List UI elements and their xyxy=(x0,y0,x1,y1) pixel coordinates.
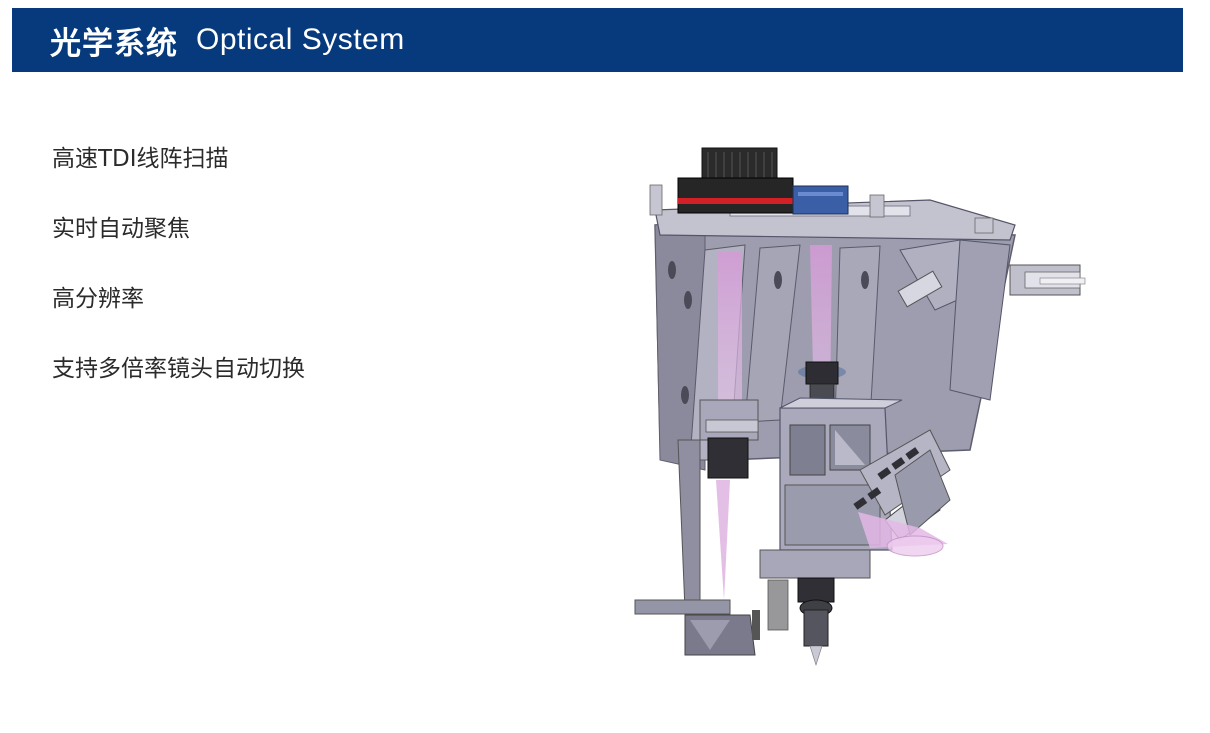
feature-item: 高速TDI线阵扫描 xyxy=(52,146,229,172)
feature-item: 实时自动聚焦 xyxy=(52,216,190,242)
optical-system-assembly-icon xyxy=(634,147,1086,666)
page-title-english: Optical System xyxy=(196,23,405,56)
page-title-chinese: 光学系统 xyxy=(50,25,178,62)
header-banner: 光学系统 Optical System xyxy=(12,8,1183,72)
optical-system-figure xyxy=(630,140,1090,670)
feature-item: 高分辨率 xyxy=(52,286,144,312)
feature-list: 高速TDI线阵扫描 实时自动聚焦 高分辨率 支持多倍率镜头自动切换 xyxy=(52,143,305,423)
feature-item: 支持多倍率镜头自动切换 xyxy=(52,356,305,382)
